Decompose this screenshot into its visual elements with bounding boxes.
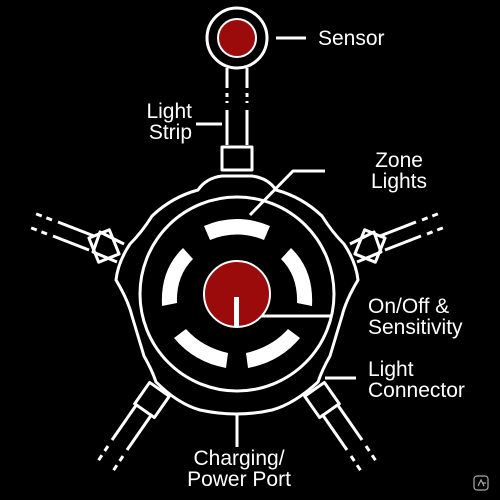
on-off-label: On/Off & Sensitivity [368, 296, 463, 338]
lower-right-arm-strip-1 [335, 403, 364, 441]
sensor-label: Sensor [318, 28, 385, 49]
on-off-label-line-1: On/Off & [368, 295, 450, 318]
zone-lights-icon [161, 219, 313, 368]
zone-segment-upper-right [281, 248, 313, 306]
sensor-label-line-1: Sensor [318, 27, 385, 50]
lower-left-arm-connector [133, 380, 171, 420]
lower-right-arm-connector [303, 380, 341, 420]
on-off-label-line-2: Sensitivity [368, 316, 463, 339]
charging-port-label-line-1: Charging/ [193, 447, 285, 470]
lower-left-arm-strip-1 [110, 403, 139, 441]
light-strip-label: Light Strip [136, 101, 192, 143]
left-arm-connector [87, 228, 121, 264]
top-connector-block [220, 145, 254, 172]
right-arm-dash-1 [421, 211, 441, 222]
lower-right-arm-dash-2 [349, 455, 365, 475]
light-strip-label-line-1: Light [146, 100, 192, 123]
lower-right-arm-strip-2 [320, 413, 349, 451]
lower-left-arm-dash-2 [109, 455, 125, 475]
zone-lights-label-line-1: Zone [375, 149, 423, 172]
left-arm-dash-1 [33, 211, 53, 222]
left-arm-strip-1 [57, 220, 95, 238]
sensor-icon [217, 18, 257, 58]
zone-segment-lower-left [174, 329, 228, 368]
right-arm-strip-1 [379, 220, 417, 238]
right-arm-connector [353, 228, 387, 264]
charging-port-label: Charging/ Power Port [177, 448, 301, 490]
zone-segment-lower-right [246, 329, 300, 368]
power-button-indicator [234, 297, 239, 327]
light-connector-label: Light Connector [368, 359, 465, 401]
lower-left-arm-dash-1 [94, 445, 110, 465]
light-connector-label-line-2: Connector [368, 379, 465, 402]
lower-left-arm-strip-2 [125, 413, 154, 451]
left-arm-strip-2 [52, 234, 90, 252]
logo-mark-icon [473, 475, 489, 491]
zone-lights-label: Zone Lights [359, 150, 439, 192]
charging-port-label-line-2: Power Port [187, 468, 291, 491]
light-strip-label-line-2: Strip [148, 121, 192, 144]
light-connector-label-line-1: Light [368, 358, 414, 381]
left-arm-dash-2 [28, 225, 48, 236]
device-housing [114, 174, 360, 416]
lower-right-arm-dash-1 [364, 445, 380, 465]
dial-ring [138, 195, 336, 393]
right-arm-dash-2 [426, 225, 446, 236]
zone-lights-leader-line [248, 169, 325, 217]
right-arm-strip-2 [384, 234, 422, 252]
zone-segment-top [204, 219, 270, 240]
zone-lights-label-line-2: Lights [370, 170, 428, 193]
zone-segment-upper-left [161, 248, 193, 306]
sensor-outer-ring [205, 6, 269, 70]
